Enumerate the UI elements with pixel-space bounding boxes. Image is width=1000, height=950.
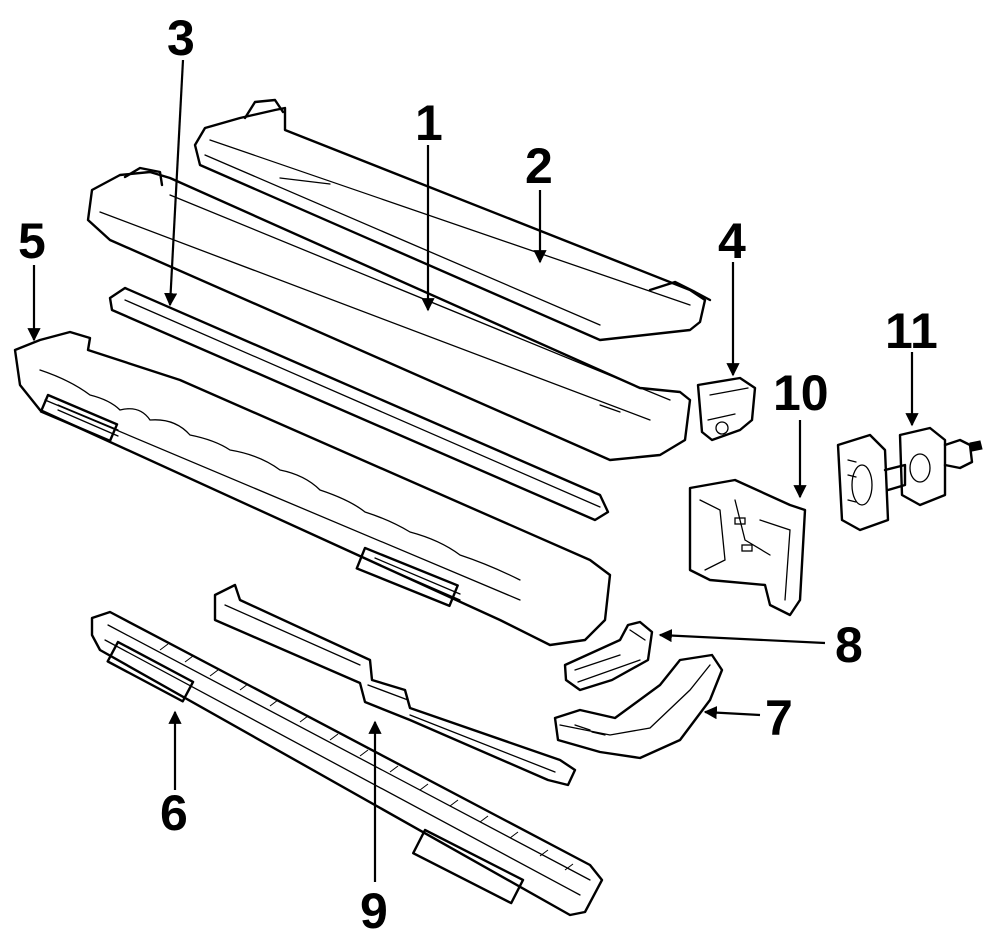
part-8-inner-bracket — [563, 620, 654, 692]
part-11-absorber — [836, 426, 983, 532]
callout-8: 8 — [835, 617, 863, 673]
callout-2: 2 — [525, 138, 553, 194]
callout-3: 3 — [167, 10, 195, 66]
part-4-bracket — [696, 376, 757, 442]
callout-1: 1 — [415, 95, 443, 151]
callout-6: 6 — [160, 785, 188, 841]
part-10-mount-bracket — [688, 478, 807, 617]
part-3-strip — [108, 286, 610, 522]
callout-11: 11 — [885, 303, 938, 359]
callout-7: 7 — [765, 690, 793, 746]
part-7-corner-bracket — [553, 653, 724, 760]
leader-lines — [27, 59, 919, 882]
leader-7 — [703, 706, 761, 720]
part-5-lower-fascia — [13, 330, 612, 647]
part-1-bumper — [86, 166, 692, 462]
part-9-support-bar — [213, 583, 577, 787]
callout-labels: 1 2 3 4 5 6 7 8 9 10 11 — [18, 10, 938, 939]
part-2-upper-cover — [193, 98, 712, 342]
leader-8 — [658, 628, 826, 645]
callout-9: 9 — [360, 883, 388, 939]
leader-3 — [164, 59, 185, 307]
part-6-grille-panel — [90, 610, 604, 917]
callout-10: 10 — [773, 365, 829, 421]
callout-4: 4 — [718, 213, 746, 269]
callout-5: 5 — [18, 213, 46, 269]
